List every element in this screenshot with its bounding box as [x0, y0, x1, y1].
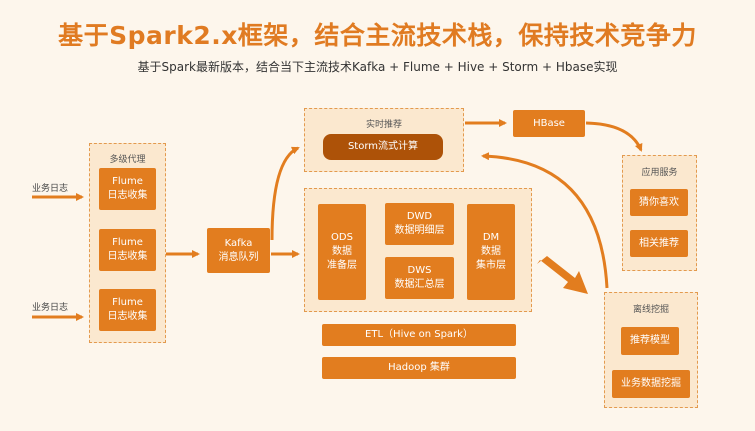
page-title: 基于Spark2.x框架，结合主流技术栈，保持技术竞争力	[58, 21, 697, 50]
arrow-offline-to-storm	[481, 152, 609, 289]
hbase-node[interactable]: HBase	[513, 110, 585, 137]
kafka-node[interactable]: Kafka 消息队列	[207, 228, 270, 273]
dwd-layer[interactable]: DWD 数据明细层	[385, 203, 454, 245]
realtime-panel-label: 实时推荐	[365, 120, 402, 130]
input-business-log-2: 业务日志	[32, 303, 69, 313]
arrow-kafka-to-storm	[270, 146, 300, 241]
dm-layer[interactable]: DM 数据 集市层	[467, 204, 515, 300]
flume-node-1[interactable]: Flume 日志收集	[99, 168, 156, 210]
input-business-log-1: 业务日志	[32, 184, 69, 194]
hadoop-cluster-bar[interactable]: Hadoop 集群	[322, 357, 516, 379]
flume-node-2[interactable]: Flume 日志收集	[99, 229, 156, 271]
ods-layer[interactable]: ODS 数据 准备层	[318, 204, 366, 300]
proxy-panel-label: 多级代理	[109, 155, 146, 165]
page-subtitle: 基于Spark最新版本，结合当下主流技术Kafka + Flume + Hive…	[137, 60, 618, 74]
arrow-warehouse-to-offline	[537, 256, 588, 294]
dws-layer[interactable]: DWS 数据汇总层	[385, 257, 454, 299]
related-recommend-node[interactable]: 相关推荐	[630, 230, 688, 257]
offline-mining-label: 离线挖掘	[632, 305, 669, 315]
recommend-model-node[interactable]: 推荐模型	[621, 327, 679, 355]
flume-node-3[interactable]: Flume 日志收集	[99, 289, 156, 331]
app-service-label: 应用服务	[641, 168, 678, 178]
etl-bar[interactable]: ETL（Hive on Spark）	[322, 324, 516, 346]
storm-node[interactable]: Storm流式计算	[323, 134, 443, 160]
arrow-hbase-to-app	[585, 121, 643, 152]
business-data-mining-node[interactable]: 业务数据挖掘	[612, 370, 690, 398]
guess-you-like-node[interactable]: 猜你喜欢	[630, 189, 688, 216]
